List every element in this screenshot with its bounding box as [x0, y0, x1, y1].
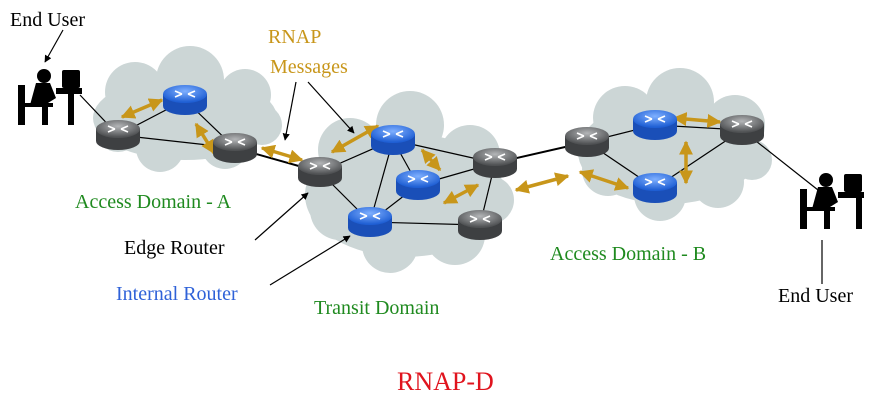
- internal-router-label: Internal Router: [116, 283, 238, 305]
- rnap-messages-label-line1: RNAP: [268, 26, 322, 48]
- edge-router-t1-icon: [298, 157, 342, 187]
- rnap-message-arrows: [120, 98, 722, 205]
- edge-router-a1-icon: [96, 120, 140, 150]
- edge-router-b2-icon: [720, 115, 764, 145]
- diagram-caption: RNAP-D: [397, 367, 494, 396]
- internal-router-b1-icon: [633, 110, 677, 140]
- edge-router-t2-icon: [473, 148, 517, 178]
- callout-lines: [44, 29, 823, 286]
- edge-router-a2-icon: [213, 133, 257, 163]
- edge-router-b1-icon: [565, 127, 609, 157]
- internal-router-t3-icon: [348, 207, 392, 237]
- internal-router-a1-icon: [163, 85, 207, 115]
- internal-router-t1-icon: [371, 125, 415, 155]
- end-user-left-label: End User: [10, 9, 85, 31]
- access-domain-a-label: Access Domain - A: [75, 191, 232, 213]
- edge-router-t3-icon: [458, 210, 502, 240]
- end-user-right-label: End User: [778, 285, 853, 307]
- internal-router-b2-icon: [633, 173, 677, 203]
- transit-domain-label: Transit Domain: [314, 297, 440, 319]
- access-domain-b-label: Access Domain - B: [550, 243, 707, 265]
- rnap-messages-label-line2: Messages: [270, 56, 348, 78]
- end-user-left-icon: [18, 69, 82, 125]
- edge-router-label: Edge Router: [124, 237, 225, 259]
- internal-router-t2-icon: [396, 170, 440, 200]
- end-user-right-icon: [800, 173, 864, 229]
- router-nodes: [96, 85, 764, 240]
